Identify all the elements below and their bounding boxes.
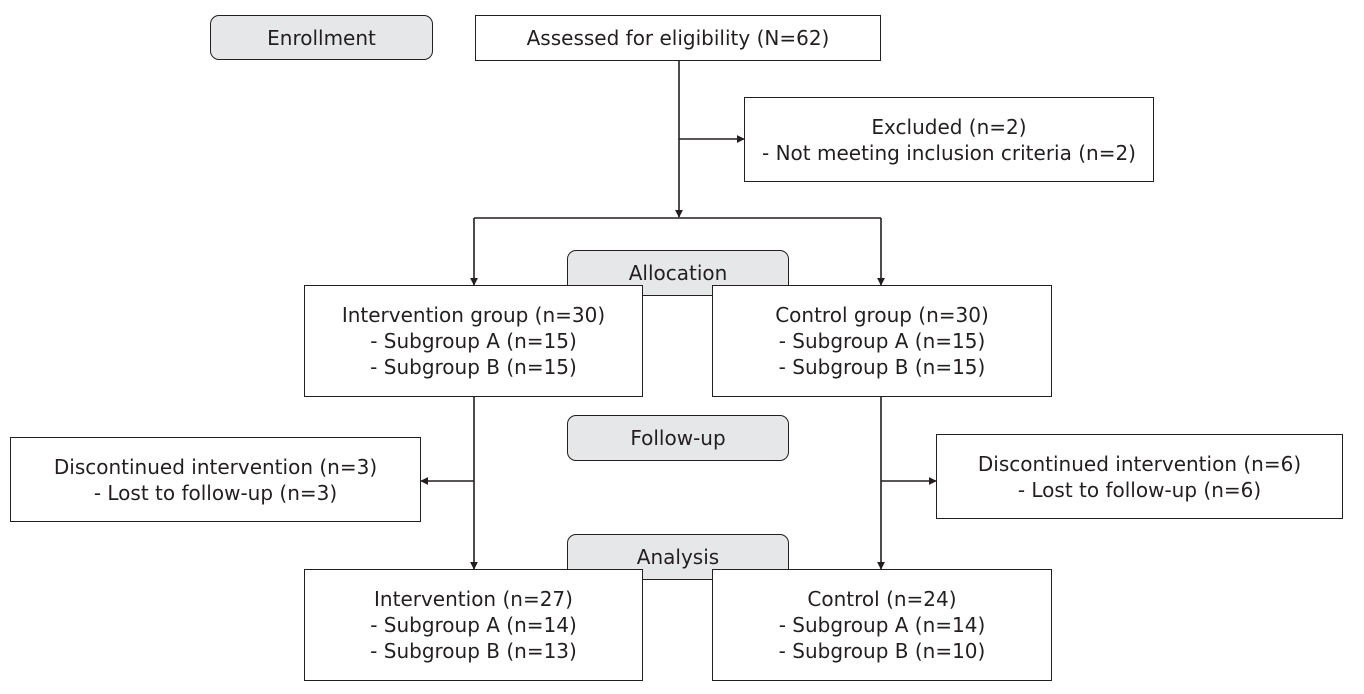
intervention-analysis-box: Intervention (n=27) - Subgroup A (n=14) … <box>304 569 643 681</box>
intervention-group-subgroup-a: - Subgroup A (n=15) <box>370 329 577 353</box>
stage-follow-up: Follow-up <box>567 415 789 461</box>
assessed-box: Assessed for eligibility (N=62) <box>475 15 881 61</box>
intervention-group-subgroup-b: - Subgroup B (n=15) <box>370 355 577 379</box>
intervention-group-title: Intervention group (n=30) <box>341 303 606 327</box>
control-discontinued-title: Discontinued intervention (n=6) <box>977 451 1302 476</box>
intervention-analysis-title: Intervention (n=27) <box>374 587 573 611</box>
excluded-reason: - Not meeting inclusion criteria (n=2) <box>762 140 1136 165</box>
excluded-box: Excluded (n=2) - Not meeting inclusion c… <box>744 97 1154 182</box>
control-group-subgroup-b: - Subgroup B (n=15) <box>778 355 986 379</box>
control-analysis-subgroup-a: - Subgroup A (n=14) <box>778 613 986 637</box>
intervention-discontinued-title: Discontinued intervention (n=3) <box>53 454 378 479</box>
control-discontinued-box: Discontinued intervention (n=6) - Lost t… <box>936 434 1343 519</box>
intervention-analysis-subgroup-b: - Subgroup B (n=13) <box>370 639 577 663</box>
control-group-box: Control group (n=30) - Subgroup A (n=15)… <box>712 285 1052 397</box>
control-discontinued-reason: - Lost to follow-up (n=6) <box>1017 477 1262 502</box>
stage-enrollment: Enrollment <box>210 15 433 60</box>
stage-analysis: Analysis <box>567 534 789 580</box>
excluded-title: Excluded (n=2) <box>871 114 1027 139</box>
control-group-title: Control group (n=30) <box>775 303 989 327</box>
stage-enrollment-label: Enrollment <box>267 25 376 50</box>
stage-follow-up-label: Follow-up <box>630 426 726 450</box>
control-analysis-box: Control (n=24) - Subgroup A (n=14) - Sub… <box>712 569 1052 681</box>
intervention-analysis-subgroup-a: - Subgroup A (n=14) <box>370 613 577 637</box>
intervention-group-box: Intervention group (n=30) - Subgroup A (… <box>304 285 643 397</box>
stage-analysis-label: Analysis <box>636 545 720 569</box>
control-analysis-subgroup-b: - Subgroup B (n=10) <box>778 639 986 663</box>
stage-allocation-label: Allocation <box>628 261 728 285</box>
control-analysis-title: Control (n=24) <box>807 587 957 611</box>
intervention-discontinued-box: Discontinued intervention (n=3) - Lost t… <box>10 437 421 522</box>
control-group-subgroup-a: - Subgroup A (n=15) <box>778 329 986 353</box>
intervention-discontinued-reason: - Lost to follow-up (n=3) <box>93 480 338 505</box>
assessed-text: Assessed for eligibility (N=62) <box>526 26 830 50</box>
